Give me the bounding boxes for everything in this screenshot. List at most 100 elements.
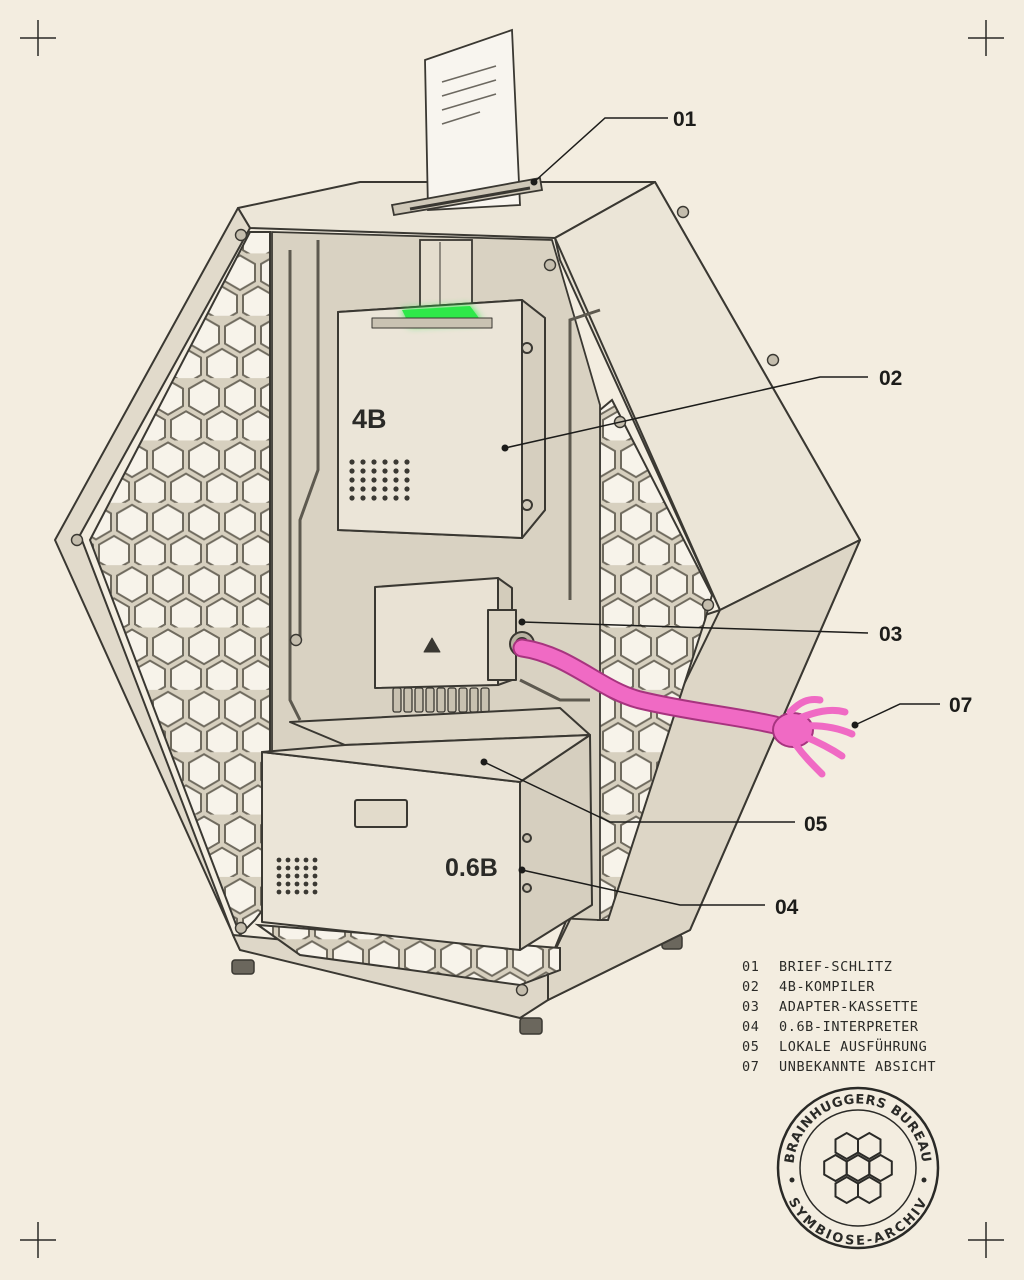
callout-01: 01 <box>673 108 697 131</box>
compiler-label: 4B <box>352 404 387 434</box>
stamp-hex-cell <box>834 1175 859 1205</box>
vent-hole <box>349 486 355 492</box>
legend-item: 05 LOKALE AUSFÜHRUNG <box>742 1037 936 1057</box>
vent-hole <box>294 857 300 863</box>
bureau-stamp: BRAINHUGGERS BUREAU SYMBIOSE-ARCHIV <box>776 1086 940 1250</box>
interpreter-vent <box>276 857 318 895</box>
vent-hole <box>404 477 410 483</box>
vent-hole <box>371 468 377 474</box>
vent-hole <box>303 873 309 879</box>
stamp-bottom-text: SYMBIOSE-ARCHIV <box>785 1195 931 1249</box>
vent-hole <box>360 459 366 465</box>
adapter-pin <box>458 687 468 713</box>
vent-hole <box>349 468 355 474</box>
leader-lines <box>483 117 940 906</box>
adapter-pin <box>403 687 413 713</box>
adapter-pin <box>480 687 490 713</box>
vent-hole <box>371 477 377 483</box>
adapter-pin <box>414 687 424 713</box>
vent-hole <box>294 889 300 895</box>
vent-hole <box>312 865 318 871</box>
vent-hole <box>312 889 318 895</box>
compiler-vent <box>349 459 410 501</box>
vent-hole <box>404 468 410 474</box>
vent-hole <box>360 468 366 474</box>
interpreter-label: 0.6B <box>445 854 498 882</box>
vent-hole <box>303 889 309 895</box>
stamp-hex-cell <box>834 1131 859 1161</box>
vent-hole <box>349 477 355 483</box>
adapter-pin <box>392 687 402 713</box>
crop-marks <box>20 20 1004 1258</box>
vent-hole <box>285 857 291 863</box>
stamp-hex-cell <box>845 1153 871 1183</box>
vent-hole <box>371 495 377 501</box>
stamp-hexagon-icon <box>823 1131 893 1205</box>
callout-05: 05 <box>804 813 828 836</box>
legend-number: 05 <box>742 1039 760 1055</box>
vent-hole <box>276 873 282 879</box>
callout-02: 02 <box>879 367 902 390</box>
vent-hole <box>276 881 282 887</box>
adapter-cassette <box>374 577 535 689</box>
vent-hole <box>404 486 410 492</box>
vent-hole <box>312 857 318 863</box>
vent-hole <box>382 459 388 465</box>
vent-hole <box>382 477 388 483</box>
vent-hole <box>294 865 300 871</box>
vent-hole <box>285 865 291 871</box>
vent-hole <box>276 857 282 863</box>
callout-07: 07 <box>949 694 972 717</box>
letter-slot <box>390 176 544 217</box>
vent-hole <box>276 889 282 895</box>
vent-hole <box>349 459 355 465</box>
vent-hole <box>303 857 309 863</box>
stamp-hex-cell <box>868 1153 893 1183</box>
legend-number: 03 <box>742 999 760 1015</box>
vent-hole <box>393 486 399 492</box>
honeycomb-left <box>88 231 271 937</box>
legend-text: 0.6B-INTERPRETER <box>779 1019 919 1035</box>
adapter-pin <box>447 687 457 713</box>
vent-hole <box>294 873 300 879</box>
interpreter-module <box>261 707 593 951</box>
vent-hole <box>276 865 282 871</box>
vent-hole <box>360 486 366 492</box>
vent-hole <box>404 459 410 465</box>
vent-hole <box>294 881 300 887</box>
vent-hole <box>312 873 318 879</box>
vent-hole <box>303 865 309 871</box>
adapter-pin <box>436 687 446 713</box>
vent-hole <box>382 486 388 492</box>
vent-hole <box>371 459 377 465</box>
vent-hole <box>393 468 399 474</box>
housing-feet <box>231 934 683 1035</box>
legend-text: ADAPTER-KASSETTE <box>779 999 919 1015</box>
vent-hole <box>349 495 355 501</box>
vent-hole <box>360 495 366 501</box>
vent-hole <box>285 889 291 895</box>
vent-hole <box>285 873 291 879</box>
housing-screws <box>70 205 780 997</box>
adapter-pins <box>392 687 490 713</box>
legend-number: 04 <box>742 1019 760 1035</box>
legend-text: LOKALE AUSFÜHRUNG <box>779 1039 928 1055</box>
legend-item: 03 ADAPTER-KASSETTE <box>742 997 936 1017</box>
vent-hole <box>360 477 366 483</box>
vent-hole <box>303 881 309 887</box>
legend-number: 07 <box>742 1059 760 1075</box>
vent-hole <box>312 881 318 887</box>
callout-03: 03 <box>879 623 902 646</box>
vent-hole <box>404 495 410 501</box>
vent-hole <box>393 459 399 465</box>
adapter-pin <box>469 687 479 713</box>
legend-number: 01 <box>742 959 760 975</box>
internal-pipes <box>288 240 601 721</box>
vent-hole <box>285 881 291 887</box>
adapter-pin <box>425 687 435 713</box>
legend-item: 04 0.6B-INTERPRETER <box>742 1017 936 1037</box>
